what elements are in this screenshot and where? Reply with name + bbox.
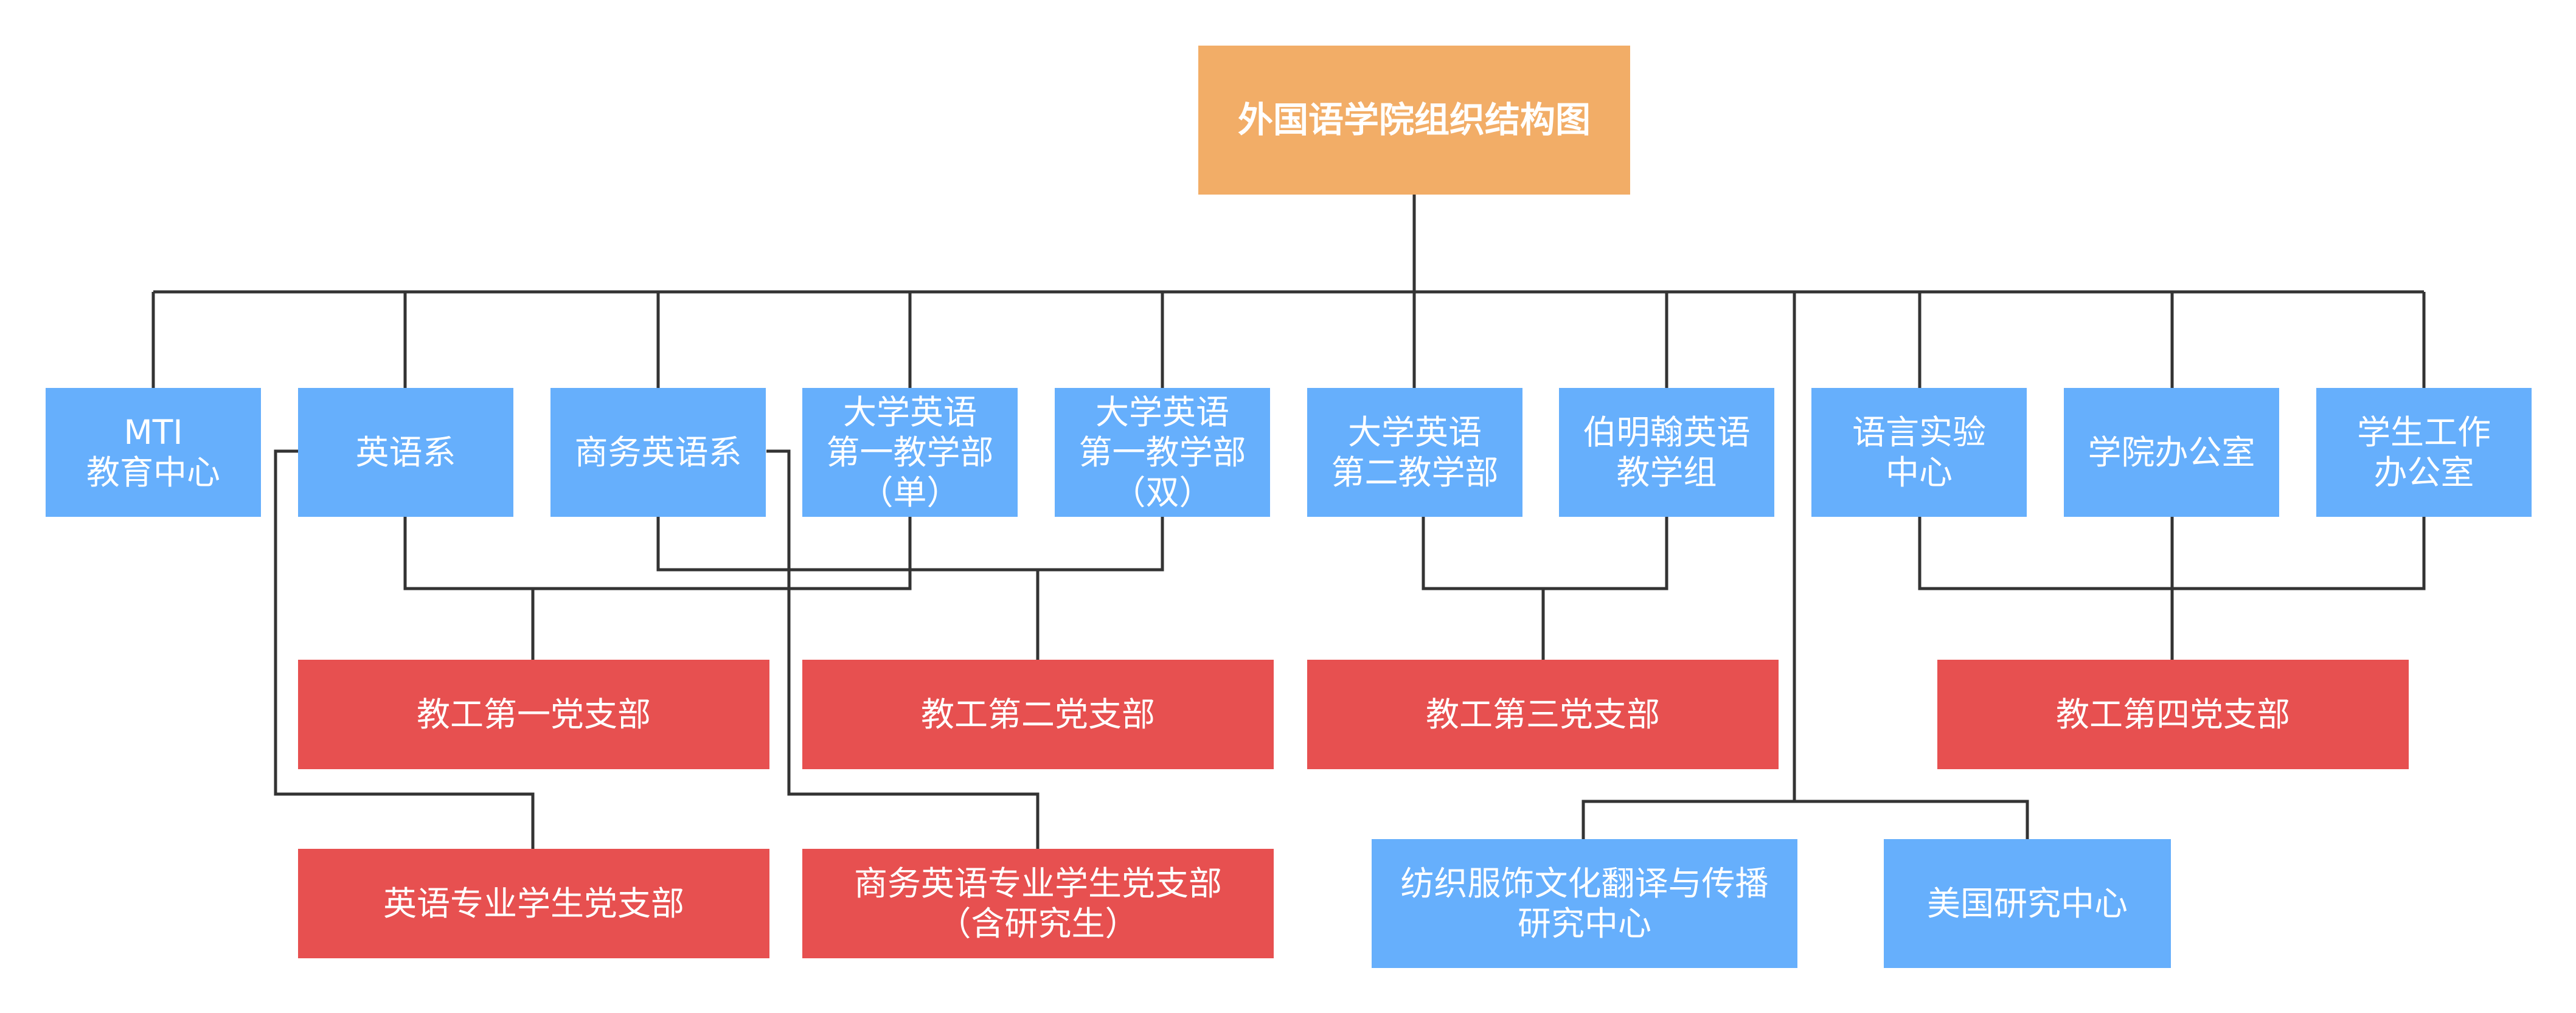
- node-english-department: 英语系: [298, 388, 513, 517]
- connector-english-students: [274, 449, 535, 849]
- connector-staff-1: [403, 517, 912, 660]
- node-college-office: 学院办公室: [2064, 388, 2279, 517]
- node-business-english-department: 商务英语系: [550, 388, 766, 517]
- node-staff-party-branch-2: 教工第二党支部: [802, 660, 1274, 769]
- node-staff-party-branch-3: 教工第三党支部: [1307, 660, 1779, 769]
- connector-staff-4: [1918, 517, 2426, 660]
- node-staff-party-branch-1: 教工第一党支部: [298, 660, 769, 769]
- connector-business-english-students: [766, 449, 1040, 849]
- node-student-affairs-office: 学生工作 办公室: [2316, 388, 2532, 517]
- node-textile-translation-research-center: 纺织服饰文化翻译与传播 研究中心: [1372, 839, 1797, 968]
- node-college-english-1-double: 大学英语 第一教学部 （双）: [1055, 388, 1270, 517]
- node-staff-party-branch-4: 教工第四党支部: [1937, 660, 2409, 769]
- node-business-english-student-party-branch: 商务英语专业学生党支部 （含研究生）: [802, 849, 1274, 958]
- node-berlitz-english-group: 伯明翰英语 教学组: [1559, 388, 1774, 517]
- node-college-english-1-single: 大学英语 第一教学部 （单）: [802, 388, 1018, 517]
- connector-staff-2: [656, 517, 1164, 660]
- node-college-english-2: 大学英语 第二教学部: [1307, 388, 1522, 517]
- node-mti-education-center: MTI 教育中心: [46, 388, 261, 517]
- connector-research: [1581, 292, 2029, 839]
- node-language-lab-center: 语言实验 中心: [1811, 388, 2027, 517]
- node-english-student-party-branch: 英语专业学生党支部: [298, 849, 769, 958]
- chart-title: 外国语学院组织结构图: [1198, 46, 1630, 195]
- node-american-studies-center: 美国研究中心: [1884, 839, 2171, 968]
- connector-staff-3: [1422, 517, 1668, 660]
